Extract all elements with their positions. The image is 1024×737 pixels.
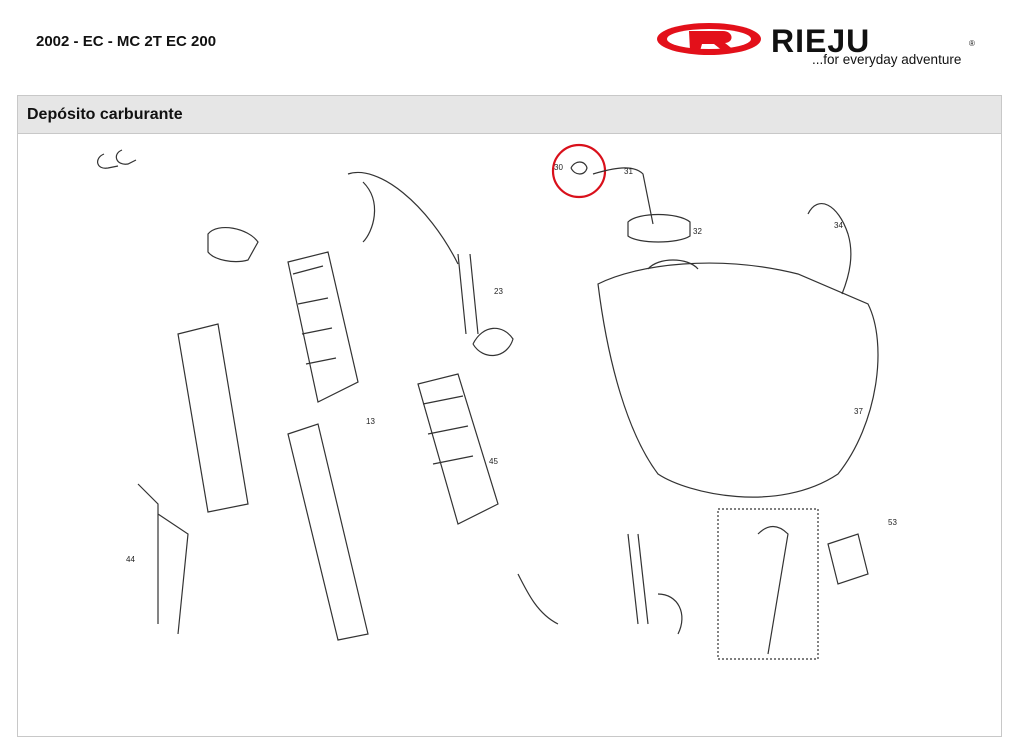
fuel-tap	[827, 533, 869, 585]
radiator-guard-right	[287, 423, 369, 641]
rieju-logo: RIEJU ®	[655, 18, 985, 72]
callout-53: 53	[888, 518, 897, 527]
callout-45: 45	[489, 457, 498, 466]
coolant-hose-23	[457, 253, 479, 335]
callout-31: 31	[624, 167, 633, 176]
radiator-guard-left	[177, 323, 249, 513]
exploded-parts-diagram: 30 31 32 37 34 13 23 45 44 53	[97, 143, 897, 660]
svg-text:RIEJU: RIEJU	[771, 23, 870, 59]
fuel-cap	[627, 213, 691, 243]
tank-strap	[807, 203, 852, 295]
callout-23: 23	[494, 287, 503, 296]
hose-25	[657, 593, 683, 635]
callout-37: 37	[854, 407, 863, 416]
right-radiator	[417, 373, 499, 525]
section-title: Depósito carburante	[18, 96, 1001, 134]
breather-hose-31	[592, 167, 654, 225]
hose-detail-box	[717, 508, 819, 660]
hose-23-lower	[627, 533, 649, 625]
vent-hose	[347, 171, 459, 265]
fuel-tank	[597, 262, 879, 498]
part-30-fitting	[570, 161, 588, 175]
left-radiator	[287, 251, 359, 403]
svg-text:®: ®	[969, 39, 975, 48]
callout-13: 13	[366, 417, 375, 426]
document-title: 2002 - EC - MC 2T EC 200	[36, 33, 217, 50]
callout-44: 44	[126, 555, 135, 564]
callout-32: 32	[693, 227, 702, 236]
overflow-tank	[207, 226, 259, 263]
parts-section: Depósito carburante	[17, 95, 1002, 737]
brand-tagline: ...for everyday adventure	[812, 52, 962, 67]
hose-19	[517, 573, 559, 625]
brand-sketch-icon	[97, 149, 137, 169]
callout-34: 34	[834, 221, 843, 230]
radiator-cap	[472, 327, 514, 357]
callout-30: 30	[554, 163, 563, 172]
drain-hoses	[137, 483, 189, 635]
